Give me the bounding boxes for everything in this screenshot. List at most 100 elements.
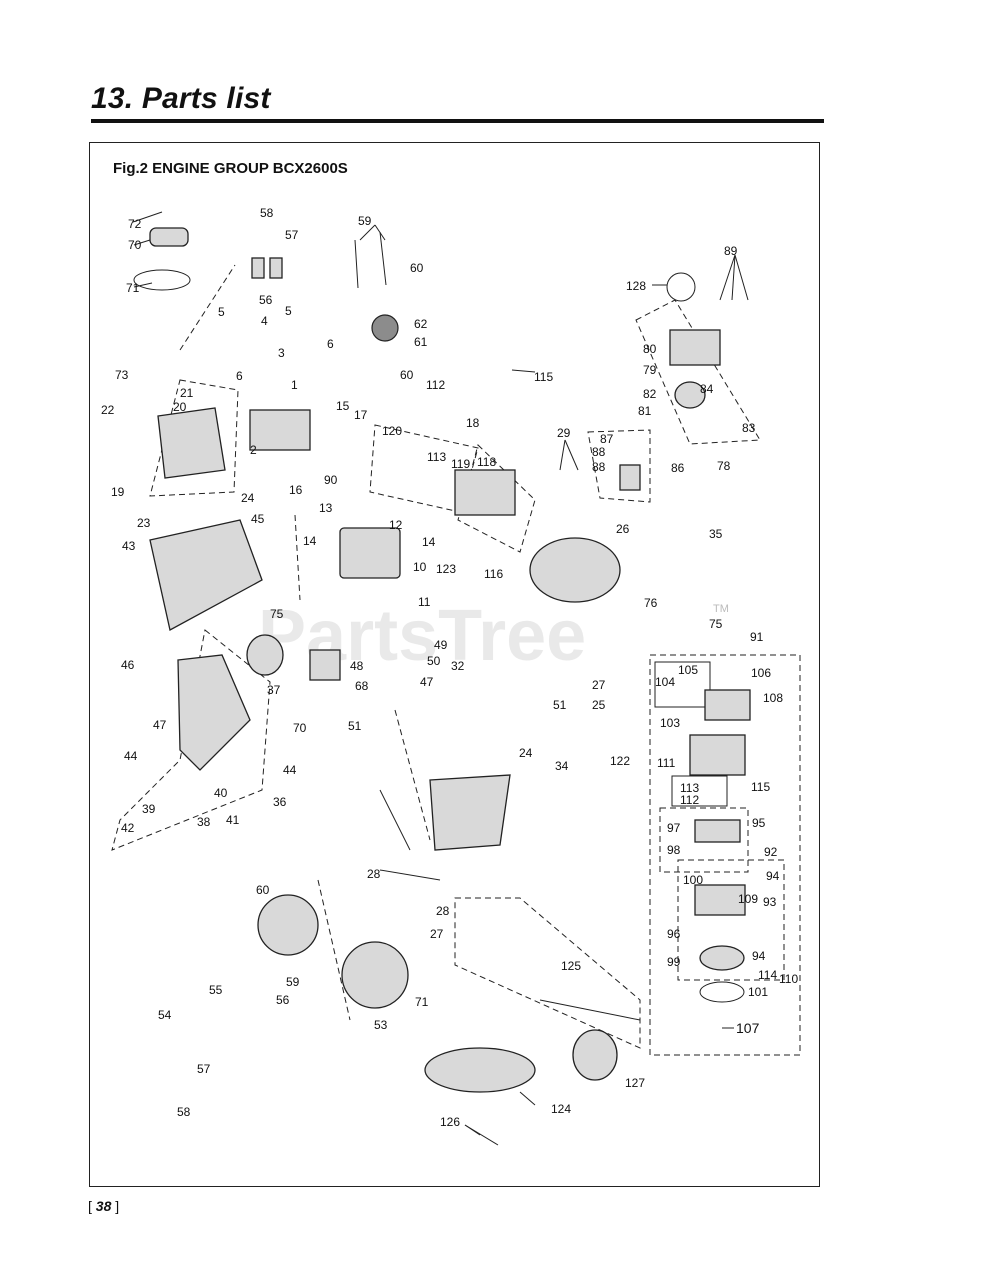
group-outline-100 bbox=[654, 661, 711, 708]
part-cam-gear bbox=[371, 314, 399, 342]
group-outline-93 bbox=[659, 807, 749, 873]
page-number: [ 38 ] bbox=[88, 1198, 119, 1214]
label-120: 122 bbox=[610, 754, 630, 768]
label-93: 95 bbox=[752, 816, 766, 830]
label-58: 58 bbox=[177, 1105, 191, 1119]
label-73: 73 bbox=[115, 368, 129, 382]
label-88b: 91 bbox=[750, 630, 764, 644]
label-41: 41 bbox=[226, 813, 240, 827]
label-43: 43 bbox=[122, 539, 136, 553]
label-39: 39 bbox=[142, 802, 156, 816]
part-head-cover bbox=[149, 227, 189, 247]
part-housing-83 bbox=[619, 464, 641, 491]
label-16: 16 bbox=[289, 483, 303, 497]
part-fuel-tank-123 bbox=[424, 1047, 536, 1093]
dash-link-d bbox=[317, 879, 351, 1021]
label-33: 32 bbox=[451, 659, 465, 673]
label-61: 56 bbox=[259, 293, 273, 307]
part-carb-body bbox=[689, 734, 746, 776]
label-9: 72 bbox=[128, 217, 142, 231]
part-shapes bbox=[133, 227, 751, 1093]
label-14a: 14 bbox=[303, 534, 317, 548]
page-bracket-open: [ bbox=[88, 1198, 92, 1214]
label-7: 70 bbox=[128, 238, 142, 252]
section-title: 13. Parts list bbox=[91, 82, 271, 115]
label-90: 93 bbox=[763, 895, 777, 909]
label-59: 59 bbox=[286, 975, 300, 989]
label-96: 98 bbox=[667, 843, 681, 857]
label-95: 97 bbox=[667, 821, 681, 835]
label-92: 94 bbox=[752, 949, 766, 963]
part-rocker-a bbox=[251, 257, 265, 279]
label-46: 45 bbox=[251, 512, 265, 526]
part-gasket-8 bbox=[133, 269, 191, 291]
part-pump-98 bbox=[694, 884, 746, 916]
label-123: 124 bbox=[551, 1102, 571, 1116]
part-flywheel-69 bbox=[341, 941, 409, 1009]
label-63: 58 bbox=[260, 206, 274, 220]
label-102: 105 bbox=[678, 663, 698, 677]
label-82: 84 bbox=[700, 382, 714, 396]
label-81: 83 bbox=[742, 421, 756, 435]
label-50: 50 bbox=[427, 654, 441, 668]
label-21: 21 bbox=[180, 386, 194, 400]
part-fan-housing-36 bbox=[177, 654, 251, 771]
part-diaphragm-97 bbox=[699, 945, 745, 971]
leader-lines bbox=[132, 211, 749, 1146]
label-22: 22 bbox=[101, 403, 115, 417]
label-88: 90 bbox=[324, 473, 338, 487]
part-diaphragm-95 bbox=[694, 819, 741, 843]
label-68: 62 bbox=[414, 317, 428, 331]
label-119: 120 bbox=[382, 424, 402, 438]
label-94: 96 bbox=[667, 927, 681, 941]
label-48: 47 bbox=[420, 675, 434, 689]
group-outline-116 bbox=[457, 444, 536, 553]
label-23: 23 bbox=[137, 516, 151, 530]
label-17: 17 bbox=[354, 408, 368, 422]
label-20: 20 bbox=[173, 400, 187, 414]
label-45: 47 bbox=[153, 718, 167, 732]
group-outline-19 bbox=[149, 379, 239, 497]
label-91: 94 bbox=[766, 869, 780, 883]
label-115: 115 bbox=[534, 370, 553, 384]
label-25: 25 bbox=[592, 698, 606, 712]
label-27: 27 bbox=[430, 927, 444, 941]
label-116: 116 bbox=[484, 567, 503, 581]
label-40: 40 bbox=[214, 786, 228, 800]
part-rocker-b bbox=[269, 257, 283, 279]
label-60: 60 bbox=[256, 883, 270, 897]
label-32: 29 bbox=[557, 426, 571, 440]
label-80: 82 bbox=[643, 387, 657, 401]
label-83: 86 bbox=[671, 461, 685, 475]
label-85: 88 bbox=[592, 445, 606, 459]
label-44b: 44 bbox=[283, 763, 297, 777]
part-pushrod-a bbox=[354, 239, 359, 289]
part-air-cleaner bbox=[157, 407, 226, 479]
label-113: 112 bbox=[426, 378, 445, 392]
watermark-tm: TM bbox=[713, 603, 729, 615]
label-97: 99 bbox=[667, 955, 681, 969]
label-122: 119 bbox=[451, 457, 470, 471]
part-intake bbox=[454, 469, 516, 516]
label-107: 109 bbox=[738, 892, 758, 906]
label-3: 3 bbox=[278, 346, 285, 360]
label-108: 111 bbox=[657, 756, 676, 770]
label-89: 92 bbox=[764, 845, 778, 859]
title-rule bbox=[91, 119, 824, 123]
label-127: 128 bbox=[626, 279, 646, 293]
label-121: 123 bbox=[436, 562, 456, 576]
label-99: 101 bbox=[748, 985, 768, 999]
label-126: 126 bbox=[440, 1115, 460, 1129]
label-103: 106 bbox=[751, 666, 771, 680]
label-6a: 6 bbox=[236, 369, 243, 383]
label-64: 59 bbox=[358, 214, 372, 228]
label-72: 75 bbox=[270, 607, 284, 621]
group-outline-36 bbox=[111, 629, 271, 851]
label-76: 78 bbox=[717, 459, 731, 473]
label-26: 24 bbox=[519, 746, 533, 760]
label-70: 68 bbox=[355, 679, 369, 693]
label-112: 115 bbox=[751, 780, 770, 794]
label-78: 80 bbox=[643, 342, 657, 356]
label-124: 125 bbox=[561, 959, 581, 973]
label-84: 87 bbox=[600, 432, 614, 446]
